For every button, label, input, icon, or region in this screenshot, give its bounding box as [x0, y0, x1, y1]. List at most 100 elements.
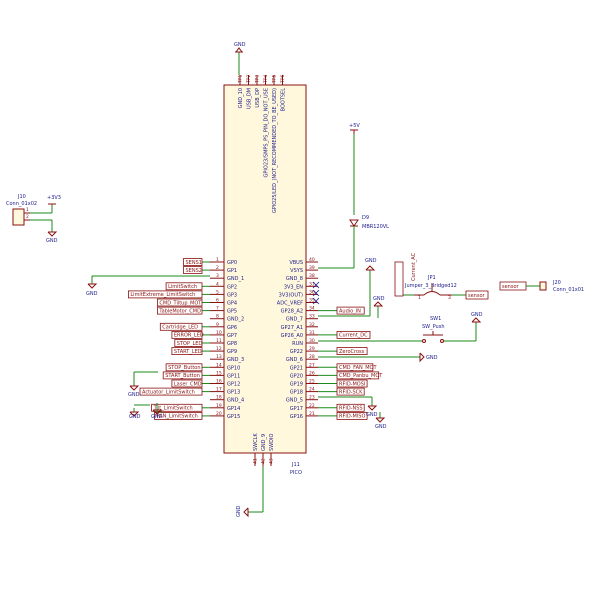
mcu-pin-name: GP7 [227, 333, 237, 339]
net-label: RFID-MISO [339, 414, 365, 420]
mcu-pin-name: GP22 [290, 349, 303, 355]
net-label: Cartridge_LED [162, 325, 198, 331]
net-label: STOP_LED [177, 341, 203, 347]
mcu-pin-name: GND_5 [286, 398, 303, 404]
mcu-pin-name: 3V3(OUT) [279, 292, 303, 298]
mcu-pin-number: 39 [309, 265, 315, 271]
mcu-pin-number: 29 [309, 346, 315, 352]
mcu-pin-name: GP8 [227, 341, 237, 347]
mcu-pin-number: 40 [309, 257, 315, 263]
mcu-pin-number: 20 [216, 411, 222, 417]
mcu-pin-number: TP6 [280, 75, 286, 84]
mcu-pin-number: 18 [216, 395, 222, 401]
jp1-value: Jumper_3_Bridged12 [404, 283, 457, 289]
mcu-pin-number: 36 [309, 289, 315, 295]
mcu-pin-number: 14 [216, 362, 222, 368]
mcu-pin-number: 15 [216, 370, 222, 376]
mcu-pin-number: 9 [216, 322, 219, 328]
mcu-pin-number: 22 [309, 403, 315, 409]
net-label-box [336, 347, 368, 356]
net-label: Tilt_LimitSwitch [153, 406, 193, 412]
jp1-pin1: 1 [418, 295, 421, 301]
switch-sw1[interactable]: SW1 SW_Push GND [318, 312, 483, 343]
net-label-box [336, 306, 365, 315]
sw1-value: SW_Push [422, 324, 445, 330]
net-label-box [336, 379, 368, 388]
net-label-box [183, 266, 203, 275]
mcu-pin-name: GP6 [227, 325, 237, 331]
mcu-pin-name: GND_6 [286, 357, 303, 363]
mcu-value: PICO [290, 470, 302, 476]
mcu-pin-name: GP10 [227, 365, 240, 371]
p5v-label: +5V [349, 123, 360, 129]
net-label: START_LED [174, 349, 202, 355]
net-label: CMD_FAN_MOT [339, 365, 377, 371]
jp1-left-label: Current_AC [411, 252, 417, 281]
mcu-pin-name: GND_3 [227, 357, 244, 363]
sw1-gnd-label: GND [471, 312, 483, 318]
j10-gnd-label: GND [46, 238, 58, 244]
net-label-box [336, 363, 374, 372]
mcu-pin-name: GPIO25/LED_(NOT_RECOMMENDED_TO_BE_USED) [272, 88, 278, 213]
mcu-pin-number: 8 [216, 314, 219, 320]
mcu-pin-name: SWDIO [269, 434, 275, 451]
net-label-box [183, 258, 203, 266]
net-label-box [159, 322, 203, 331]
mcu-pin-number: 11 [216, 338, 222, 344]
net-label-box [162, 371, 203, 380]
net-label: START_Button [165, 373, 200, 379]
right-gnd3-label: GND [426, 355, 438, 361]
mcu-pin-number: 32 [309, 322, 315, 328]
mcu-pin-number: TP4 [263, 75, 269, 84]
d9-ref: D9 [362, 215, 369, 221]
net-label: RFID-SCK [339, 389, 363, 395]
mcu-pin-number: 38 [309, 273, 315, 279]
power-5v-rail: +5V [349, 123, 360, 215]
mcu-pin-name: VBUS [289, 260, 303, 266]
mcu-ref: J11 [291, 462, 300, 468]
net-label: Current_DC [339, 333, 368, 339]
connector-j20[interactable]: sensor J20 Conn_01x01 [499, 280, 584, 293]
net-label-box [171, 347, 203, 356]
left-gnd3-label: GND [129, 414, 141, 420]
mcu-pin-number: 31 [309, 330, 315, 336]
mcu-pin-number: TP5 [272, 75, 278, 84]
right-net-labels: Audio_INCurrent_DCZeroCrossCMD_FAN_MOTCM… [318, 306, 383, 420]
mcu-pin-number: 19 [216, 403, 222, 409]
net-label-box [336, 387, 365, 396]
mcu-pin-name: GND_2 [227, 317, 244, 323]
mcu-pin-number: 25 [309, 379, 315, 385]
connector-j10[interactable]: J10 Conn_01x02 1 2 +3V3 GND [6, 194, 61, 244]
bottom-gnd-label: GND [236, 505, 242, 517]
mcu-pin-number: TP3 [255, 75, 261, 84]
mcu-pin-number: 28 [309, 354, 315, 360]
left-net-labels: SENS1SENS2LimitSwitchLimitExtreme_LimitS… [127, 258, 210, 420]
mcu-pin-name: GP21 [290, 365, 303, 371]
mcu-pin-number: 42 [261, 458, 267, 464]
mcu-pin-name: GP12 [227, 382, 240, 388]
net-label-box [154, 411, 203, 420]
mcu-pin-name: GP27_A1 [281, 325, 303, 331]
net-label-box [171, 379, 203, 388]
net-label: STOP_Button [168, 365, 200, 371]
mcu-pin-name: GP17 [290, 406, 303, 412]
net-label-box [336, 403, 365, 412]
mcu-pin-name: GND_7 [286, 317, 303, 323]
right-gnd2-label: GND [373, 296, 385, 302]
mcu-pin-number: 21 [309, 411, 315, 417]
diode-d9[interactable]: D9 MBR120VL [318, 215, 389, 269]
j20-value: Conn_01x01 [553, 287, 584, 293]
mcu-pin-name: ADC_VREF [277, 301, 303, 307]
svg-text:2: 2 [26, 214, 29, 220]
sw1-ref: SW1 [430, 316, 441, 322]
mcu-pin-name: GP13 [227, 390, 240, 396]
mcu-pin-name: GP18 [290, 390, 303, 396]
j10-ref: J10 [17, 194, 26, 200]
jumper-jp1[interactable]: JP1 Jumper_3_Bridged12 1 3 sensor Curren… [394, 252, 489, 301]
left-gnd4-label: GND [151, 414, 163, 420]
right-gnd-symbols: GND GND GND GND GND [318, 258, 438, 430]
mcu-pin-number: 10 [216, 330, 222, 336]
